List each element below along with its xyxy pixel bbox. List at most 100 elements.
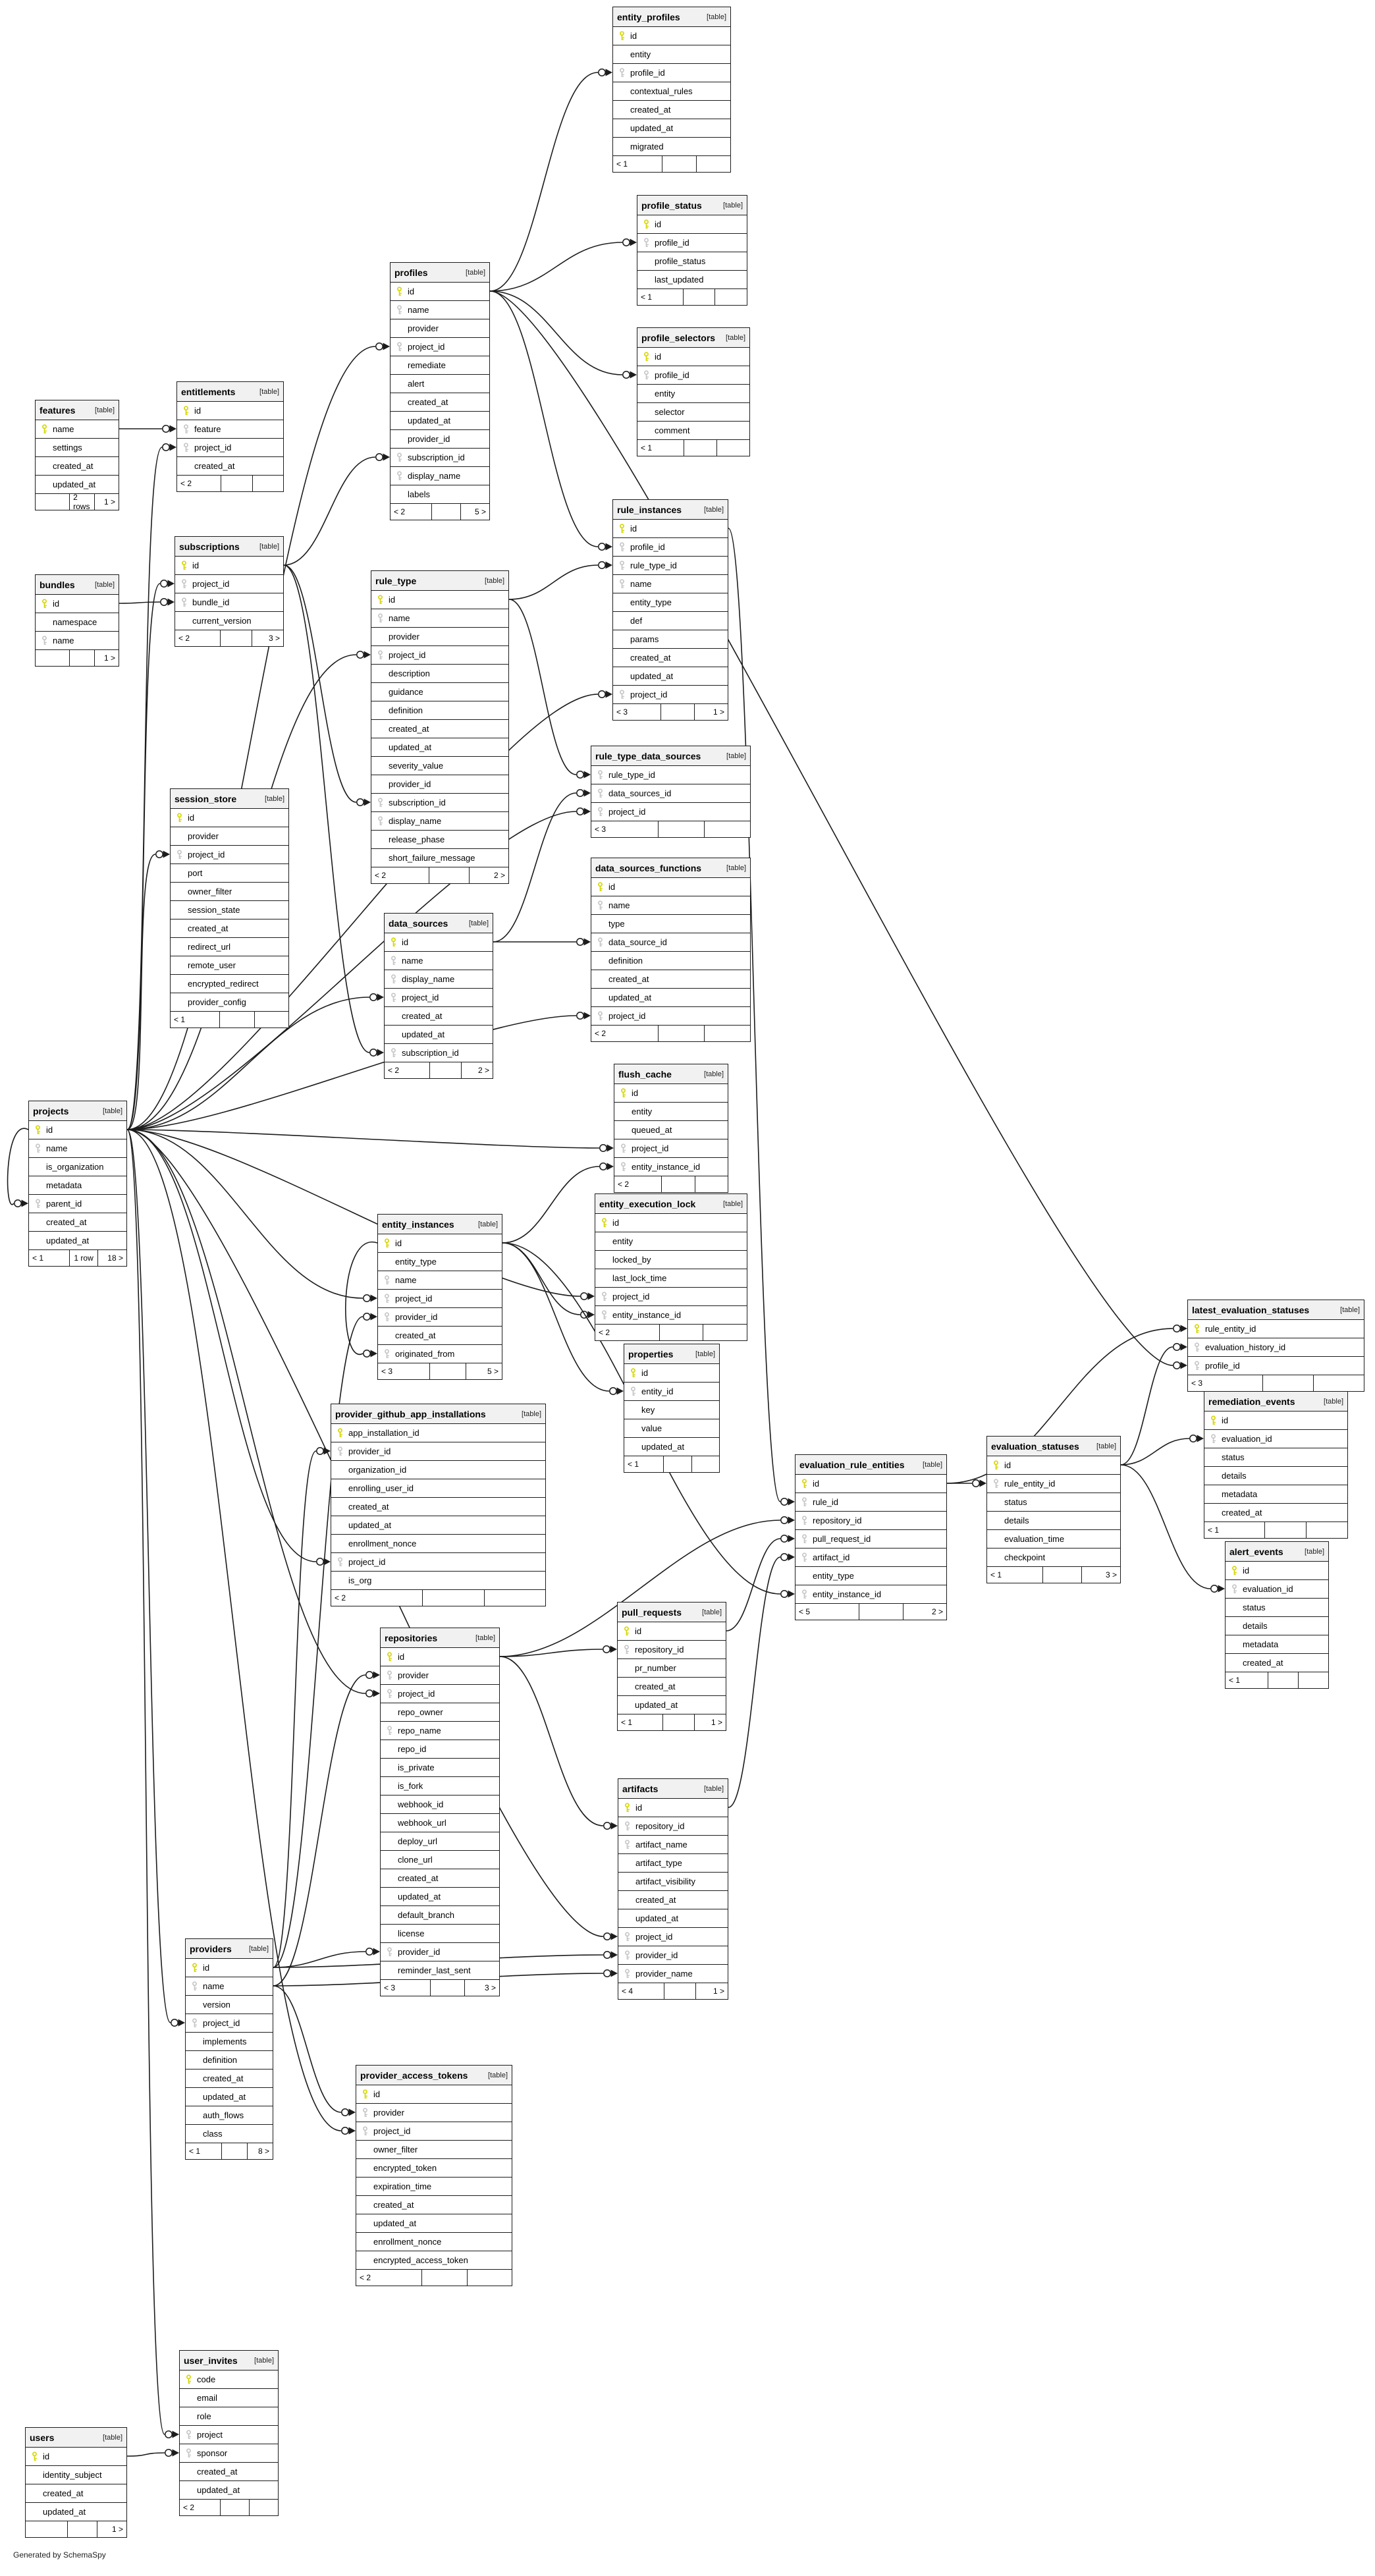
table-header[interactable]: evaluation_rule_entities[table]: [795, 1455, 946, 1475]
table-header[interactable]: users[table]: [26, 2428, 126, 2448]
column-row-project_id: project_id: [618, 1928, 728, 1946]
table-header[interactable]: provider_access_tokens[table]: [356, 2066, 512, 2085]
table-type-tag: [table]: [95, 580, 115, 589]
table-header[interactable]: provider_github_app_installations[table]: [331, 1404, 545, 1424]
column-name: created_at: [197, 2467, 238, 2477]
table-header[interactable]: data_sources_functions[table]: [591, 858, 750, 878]
table-header[interactable]: entity_execution_lock[table]: [595, 1194, 747, 1214]
footer-parent-count: < 1: [1208, 1525, 1220, 1535]
table-header[interactable]: pull_requests[table]: [618, 1603, 726, 1622]
table-header[interactable]: features[table]: [36, 400, 119, 420]
foreign-key-icon: [381, 1947, 398, 1957]
table-header[interactable]: properties[table]: [624, 1344, 719, 1364]
table-latest_evaluation_statuses[interactable]: latest_evaluation_statuses[table]rule_en…: [1187, 1300, 1364, 1392]
column-row-updated_at: updated_at: [356, 2214, 512, 2233]
table-header[interactable]: session_store[table]: [171, 789, 288, 809]
table-header[interactable]: data_sources[table]: [385, 914, 493, 933]
table-header[interactable]: user_invites[table]: [180, 2351, 278, 2370]
table-title: session_store: [175, 793, 237, 804]
table-header[interactable]: rule_type[table]: [371, 571, 508, 591]
table-title: users: [30, 2432, 55, 2443]
footer-row-count: [661, 1176, 694, 1192]
foreign-key-icon: [613, 542, 630, 552]
table-header[interactable]: flush_cache[table]: [614, 1064, 728, 1084]
table-provider_github_app_installations[interactable]: provider_github_app_installations[table]…: [331, 1404, 546, 1606]
table-header[interactable]: alert_events[table]: [1226, 1542, 1328, 1562]
table-header[interactable]: subscriptions[table]: [175, 537, 283, 557]
table-header[interactable]: repositories[table]: [381, 1628, 499, 1648]
column-name: severity_value: [389, 761, 444, 771]
table-header[interactable]: projects[table]: [29, 1101, 126, 1121]
table-header[interactable]: profile_selectors[table]: [637, 328, 749, 348]
table-rule_type_data_sources[interactable]: rule_type_data_sources[table]rule_type_i…: [591, 746, 751, 838]
table-header[interactable]: latest_evaluation_statuses[table]: [1188, 1300, 1364, 1320]
table-header[interactable]: profiles[table]: [391, 263, 489, 283]
table-type-tag: [table]: [702, 1608, 722, 1616]
table-header[interactable]: providers[table]: [186, 1939, 273, 1959]
table-header[interactable]: rule_instances[table]: [613, 500, 728, 520]
table-header[interactable]: entity_profiles[table]: [613, 7, 730, 27]
column-row-is_org: is_org: [331, 1572, 545, 1590]
table-header[interactable]: evaluation_statuses[table]: [987, 1437, 1120, 1456]
primary-key-icon: [36, 599, 53, 609]
table-header[interactable]: entitlements[table]: [177, 382, 283, 402]
column-row-current_version: current_version: [175, 612, 283, 630]
column-row-project_id: project_id: [378, 1290, 502, 1308]
column-name: updated_at: [46, 1236, 90, 1246]
footer-parent-count: < 1: [616, 159, 628, 169]
relation-line: [126, 1129, 581, 1297]
column-row-feature: feature: [177, 420, 283, 439]
relation-arrowhead: [383, 343, 390, 350]
table-title: projects: [33, 1105, 69, 1116]
column-name: created_at: [635, 1895, 676, 1905]
table-header[interactable]: bundles[table]: [36, 575, 119, 595]
table-header[interactable]: entity_instances[table]: [378, 1215, 502, 1234]
table-header[interactable]: artifacts[table]: [618, 1779, 728, 1799]
column-name: bundle_id: [192, 597, 230, 607]
column-name: created_at: [608, 974, 649, 984]
column-name: version: [203, 2000, 230, 2010]
column-name: project_id: [630, 690, 668, 699]
table-footer: < 2: [177, 476, 283, 491]
column-name: repository_id: [813, 1516, 862, 1525]
column-row-created_at: created_at: [180, 2463, 278, 2481]
primary-key-icon: [1188, 1324, 1205, 1334]
column-name: created_at: [1243, 1658, 1283, 1668]
table-header[interactable]: profile_status[table]: [637, 196, 747, 215]
table-title: profile_status: [641, 200, 702, 211]
table-header[interactable]: remediation_events[table]: [1204, 1392, 1347, 1411]
primary-key-icon: [618, 1626, 635, 1636]
table-header[interactable]: rule_type_data_sources[table]: [591, 746, 750, 766]
column-row-id: id: [29, 1121, 126, 1139]
